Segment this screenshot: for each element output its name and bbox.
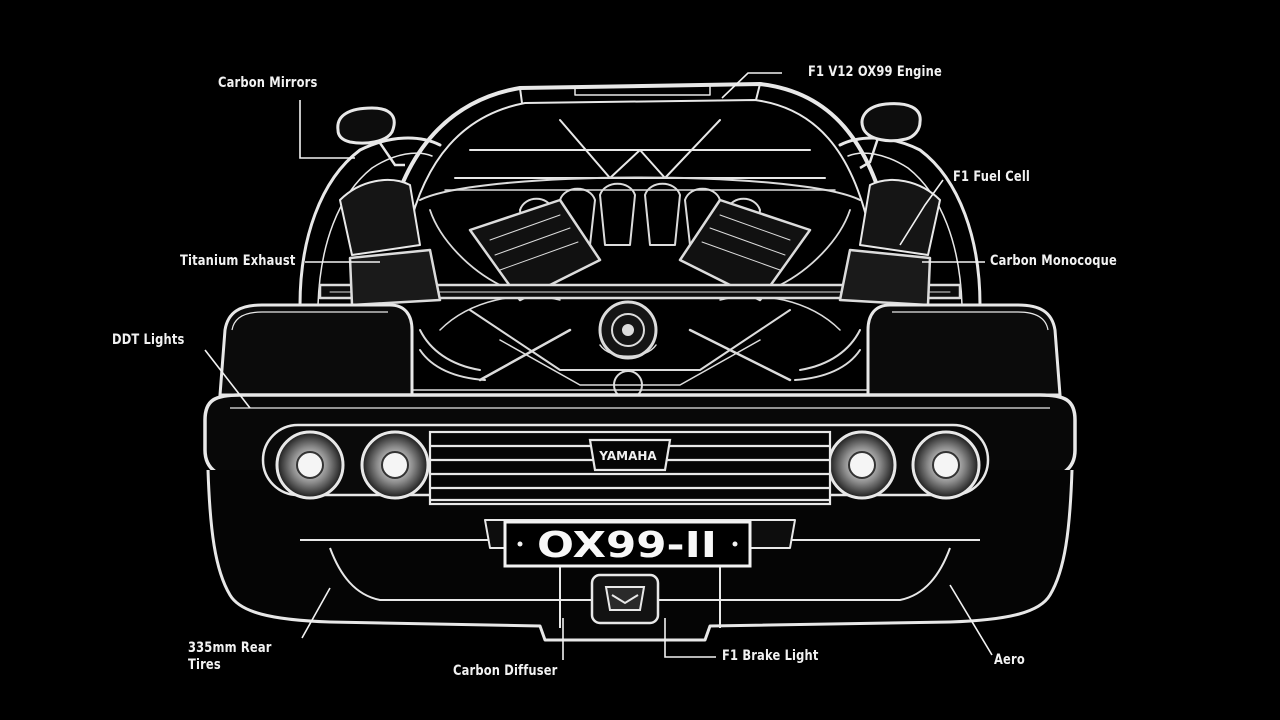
car-body	[298, 82, 982, 307]
roof-arch	[386, 82, 892, 232]
label-rear-tires: 335mm Rear Tires	[188, 640, 272, 673]
yamaha-badge: YAMAHA	[598, 449, 657, 463]
exhaust-pipes	[419, 329, 861, 381]
label-brake-light: F1 Brake Light	[722, 648, 819, 664]
left-mirror	[336, 106, 405, 167]
label-carbon-diffuser: Carbon Diffuser	[453, 663, 558, 679]
label-carbon-monocoque: Carbon Monocoque	[990, 253, 1117, 269]
leader-tires	[301, 587, 331, 639]
right-mirror	[859, 102, 922, 170]
label-engine: F1 V12 OX99 Engine	[808, 64, 942, 80]
leader-aero	[949, 584, 993, 656]
label-titanium-exhaust: Titanium Exhaust	[180, 253, 296, 269]
right-haunch	[838, 136, 982, 307]
rear-grille	[428, 430, 832, 506]
license-plate-text: OX99-II	[537, 525, 717, 566]
right-tire	[866, 303, 1062, 397]
license-plate: OX99-II	[503, 520, 752, 568]
leader-ddt	[204, 349, 251, 409]
engine-bay	[318, 176, 962, 400]
roof-arch-inner	[407, 99, 871, 233]
leader-mirrors	[299, 100, 355, 159]
left-tire	[218, 303, 414, 397]
label-carbon-mirrors: Carbon Mirrors	[218, 75, 318, 91]
leader-brake	[664, 618, 716, 658]
label-fuel-cell: F1 Fuel Cell	[953, 169, 1031, 185]
f1-brake-light	[590, 573, 660, 625]
left-haunch	[298, 136, 442, 307]
label-aero: Aero	[994, 652, 1025, 668]
leader-engine	[721, 72, 782, 99]
rear-tires	[218, 303, 1062, 397]
roof-spine	[574, 85, 711, 96]
leader-lines	[204, 72, 993, 660]
label-ddt-lights: DDT Lights	[112, 332, 185, 348]
rear-window-struts	[454, 119, 826, 179]
leader-fuel	[899, 179, 944, 246]
